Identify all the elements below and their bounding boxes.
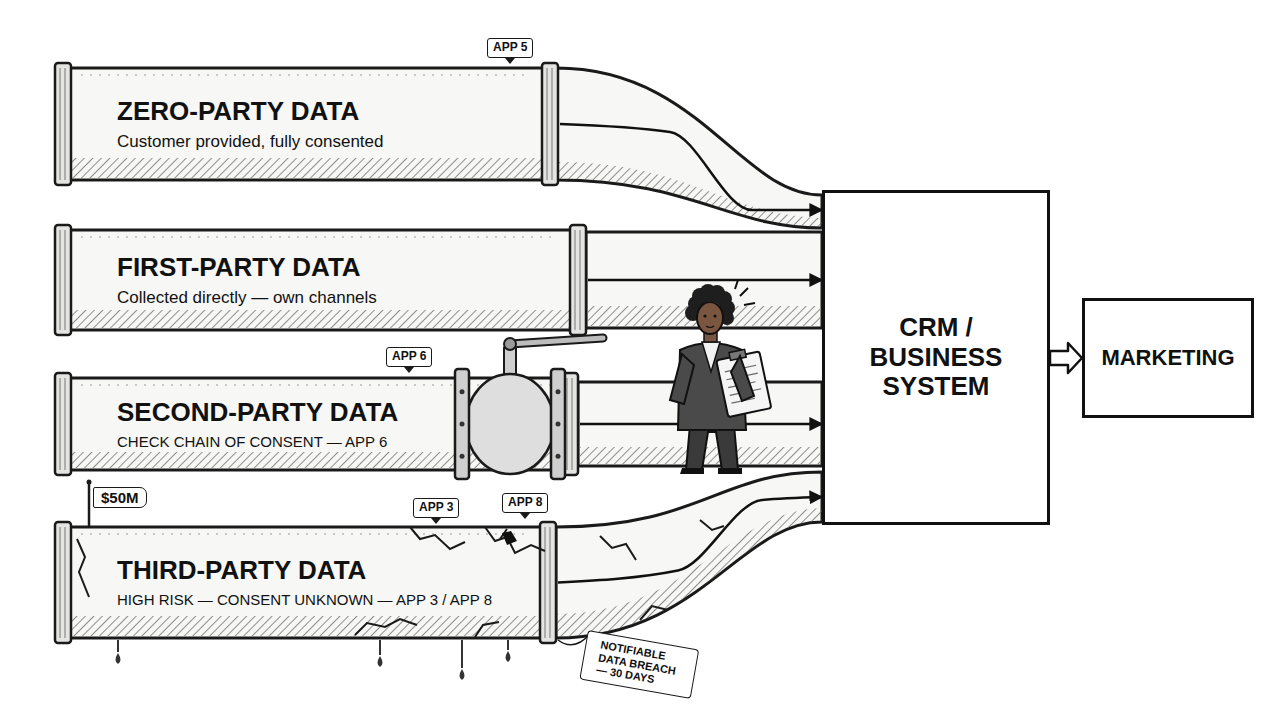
pipe-subtitle: Collected directly — own channels — [117, 288, 377, 308]
valve-bolt — [556, 454, 561, 459]
flow-arrow — [560, 124, 822, 210]
valve-stem — [504, 348, 516, 374]
pipe-flange — [547, 68, 552, 180]
privacy-officer-figure — [706, 326, 714, 328]
valve-bolt — [460, 422, 465, 427]
box-label: MARKETING — [1101, 345, 1234, 370]
regulation-tag: APP 3 — [413, 498, 459, 518]
pipe-body — [63, 68, 552, 180]
block-arrow — [1050, 343, 1082, 373]
pipe-flange — [567, 378, 572, 470]
pipe-crack — [485, 527, 545, 553]
privacy-officer-figure — [697, 302, 723, 334]
valve-bolt — [556, 422, 561, 427]
pipe-highlight — [81, 533, 528, 534]
leak-drips — [116, 640, 511, 680]
privacy-officer-figure — [670, 280, 771, 474]
privacy-officer-figure — [698, 296, 722, 306]
valve-bolt — [460, 389, 465, 394]
regulation-tag: APP 5 — [487, 38, 533, 58]
privacy-officer-figure — [713, 314, 716, 317]
pipe-flange — [60, 68, 65, 180]
valve-bolt — [556, 389, 561, 394]
privacy-officer-figure — [715, 346, 771, 417]
pipe-highlight — [81, 384, 550, 385]
pipe-heading: FIRST-PARTY DATA — [117, 253, 361, 283]
pipe-flange — [545, 527, 550, 638]
pipe-flange — [575, 230, 580, 330]
data-pipe: THIRD-PARTY DATA HIGH RISK — CONSENT UNKN… — [55, 527, 558, 638]
third-party-bend — [556, 472, 822, 638]
pipe-shading — [65, 158, 550, 178]
pipe-crack — [502, 531, 517, 545]
valve-handle — [510, 338, 603, 344]
regulation-tag: APP 8 — [502, 493, 548, 513]
process-box: MARKETING — [1082, 298, 1254, 418]
pipe-highlight — [81, 74, 530, 75]
leak-drips — [118, 640, 508, 668]
pipe-flange — [55, 63, 71, 185]
data-pipe: ZERO-PARTY DATA Customer provided, fully … — [55, 68, 560, 180]
regulation-tag: APP 6 — [386, 347, 432, 367]
pipe-flange — [60, 527, 65, 638]
pipe-crack — [355, 619, 417, 635]
pipe-crack — [410, 527, 465, 549]
zero-party-bend — [556, 68, 822, 228]
pipe-body — [63, 230, 580, 330]
leak-drips — [116, 651, 511, 680]
pipe-flange — [55, 373, 71, 475]
privacy-officer-figure — [716, 351, 771, 417]
pipe-highlight — [81, 236, 558, 237]
privacy-officer-figure — [670, 354, 694, 404]
pipe-flange — [60, 378, 65, 470]
pipe-body — [63, 527, 550, 638]
penalty-flag: $50M — [93, 487, 147, 508]
privacy-officer-figure — [680, 468, 742, 474]
flag-pole — [87, 480, 92, 485]
pipe-subtitle: Customer provided, fully consented — [117, 132, 383, 152]
data-pipe: FIRST-PARTY DATA Collected directly — own… — [55, 230, 588, 330]
zero-party-bend — [556, 68, 822, 228]
privacy-officer-figure — [735, 280, 755, 305]
flow-arrow — [588, 279, 822, 282]
pipe-flange — [542, 63, 558, 185]
pipe-flange — [570, 225, 586, 335]
pipe-shading — [65, 310, 578, 328]
data-pipe: SECOND-PARTY DATA CHECK CHAIN OF CONSENT … — [55, 378, 580, 470]
breach-tag: NOTIFIABLE DATA BREACH — 30 DAYS — [579, 630, 699, 699]
third-party-bend — [556, 508, 822, 637]
pipe-flange — [60, 230, 65, 330]
privacy-officer-figure — [703, 314, 706, 317]
flag-pole — [88, 483, 91, 530]
pipe-flange — [55, 522, 71, 643]
pipe-heading: THIRD-PARTY DATA — [117, 556, 366, 586]
valve-handle — [510, 338, 603, 344]
pipe-heading: SECOND-PARTY DATA — [117, 398, 398, 428]
valve-bolt — [460, 454, 465, 459]
pipe-flange — [55, 225, 71, 335]
pipe-flange — [540, 522, 556, 643]
valve-handle — [504, 338, 516, 350]
system-box: CRM / BUSINESS SYSTEM — [822, 190, 1050, 525]
zero-party-bend — [556, 162, 822, 227]
third-party-bend — [600, 520, 724, 620]
privacy-officer-figure — [686, 425, 738, 470]
pipe-subtitle: HIGH RISK — CONSENT UNKNOWN — APP 3 / AP… — [117, 591, 492, 608]
pipe-shading — [65, 616, 548, 636]
third-party-bend — [556, 472, 822, 638]
privacy-officer-figure — [731, 356, 754, 401]
valve-flange — [551, 369, 565, 479]
pipe-crack — [475, 622, 499, 637]
valve-body — [466, 374, 554, 474]
pipe-heading: ZERO-PARTY DATA — [117, 97, 359, 127]
flag-pole — [87, 480, 92, 531]
pipe-crack — [77, 539, 89, 597]
box-label: CRM / BUSINESS SYSTEM — [841, 313, 1031, 403]
pipe-subtitle: CHECK CHAIN OF CONSENT — APP 6 — [117, 433, 387, 450]
valve-flange — [455, 369, 469, 479]
flow-arrow — [558, 497, 822, 583]
